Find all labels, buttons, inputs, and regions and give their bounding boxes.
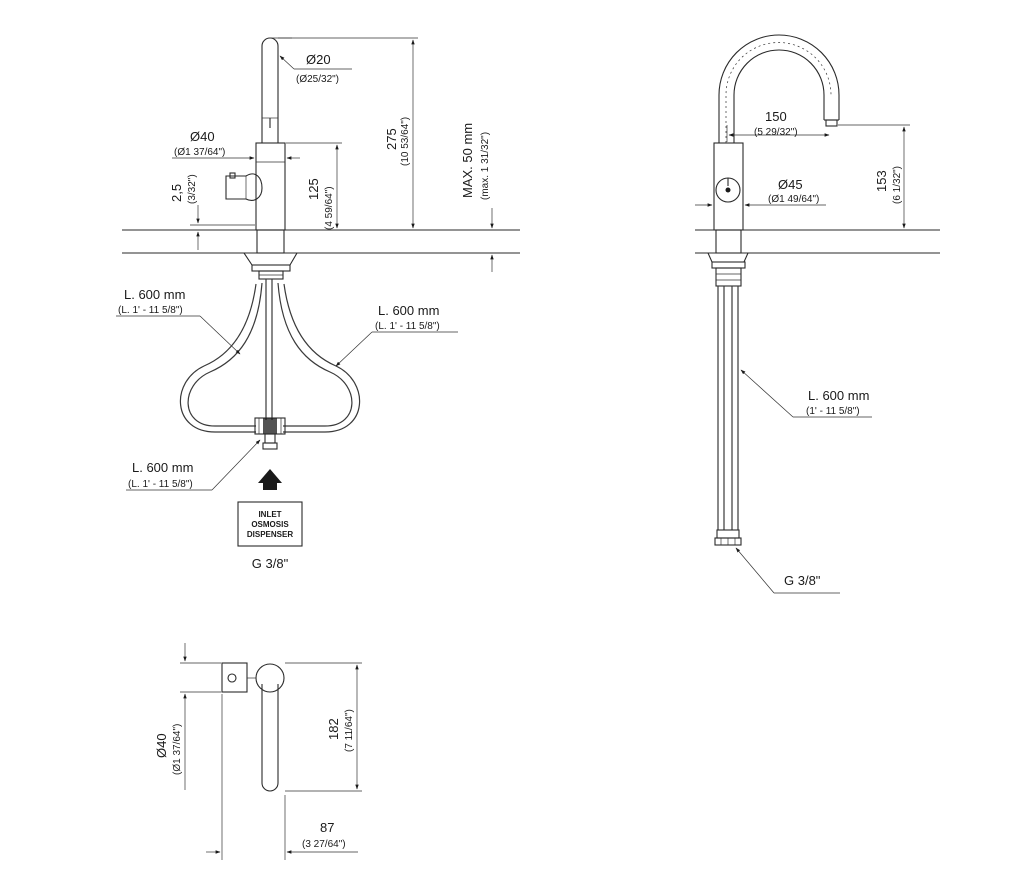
dim-hose-right: L. 600 mm (L. 1' - 11 5/8") [335,303,458,367]
body-diameter-label-front: Ø40 [190,129,215,144]
body-diameter-label-top: Ø40 [154,733,169,758]
dim-total-height: 275 (10 53/64") [270,37,418,229]
body-diameter-inch-label-front: (Ø1 37/64") [174,147,225,158]
spout-rod-front [261,37,279,143]
spout-diameter-label: Ø20 [306,52,331,67]
hose-right-label: L. 600 mm [378,303,439,318]
dim-handle-gap: 2,5 (3/32") [169,174,255,250]
faucet-body-side [713,142,744,231]
length-label: 182 [326,718,341,740]
hose-left-inch-label: (L. 1' - 11 5/8") [118,305,183,316]
hoses-front [180,279,360,433]
inlet-line-3: DISPENSER [247,530,293,539]
handle-gap-label: 2,5 [169,184,184,202]
hose-side-inch-label: (1' - 11 5/8") [806,406,860,417]
reach-label: 150 [765,109,787,124]
dim-thread-side: G 3/8" [735,547,840,594]
spout-diameter-inch-label: (Ø25/32") [296,74,339,85]
countertop-front [122,229,520,254]
width-inch-label: (3 27/64") [302,839,346,850]
hose-right-inch-label: (L. 1' - 11 5/8") [375,321,440,332]
dim-reach: 150 (5 29/32") [726,109,830,142]
dim-spout-diameter: Ø20 (Ø25/32") [278,37,352,85]
counter-thickness-label: MAX. 50 mm [460,123,475,198]
spout-height-label: 153 [874,170,889,192]
total-height-inch-label: (10 53/64") [400,117,411,166]
length-inch-label: (7 11/64") [344,709,355,752]
handle-gap-inch-label: (3/32") [187,174,198,204]
body-diameter-label-side: Ø45 [778,177,803,192]
body-diameter-inch-label-side: (Ø1 49/64") [768,194,819,205]
inlet-line-2: OSMOSIS [251,520,289,529]
hoses-side [714,286,742,546]
hose-side-label: L. 600 mm [808,388,869,403]
dim-body-diameter-top: Ø40 (Ø1 37/64") [154,643,221,790]
hose-inlet-inch-label: (L. 1' - 11 5/8") [128,479,193,490]
dim-spout-height: 153 (6 1/32") [838,124,910,229]
dim-hose-inlet: L. 600 mm (L. 1' - 11 5/8") [126,439,261,491]
reach-inch-label: (5 29/32") [754,127,798,138]
faucet-top-outline [221,662,285,792]
width-label: 87 [320,820,334,835]
dim-counter-thickness: MAX. 50 mm (max. 1 31/32") [460,123,494,272]
dim-body-height: 125 (4 59/64") [286,142,342,230]
t-connector-front [254,417,286,450]
thread-label-side: G 3/8" [784,573,821,588]
faucet-body-front [225,142,286,231]
inlet-line-1: INLET [258,510,281,519]
fixing-kit-front [242,229,298,280]
body-height-label: 125 [306,178,321,200]
top-view: Ø40 (Ø1 37/64") 182 (7 11/64") 87 (3 27/… [154,643,362,860]
fixing-kit-side [707,229,749,287]
hose-inlet-label: L. 600 mm [132,460,193,475]
dim-body-diameter-front: Ø40 (Ø1 37/64") [172,129,300,160]
dim-hose-left: L. 600 mm (L. 1' - 11 5/8") [116,287,241,355]
counter-thickness-inch-label: (max. 1 31/32") [480,132,491,200]
inlet-label-box: INLET OSMOSIS DISPENSER [237,501,303,547]
side-view: 150 (5 29/32") Ø45 (Ø1 49/64") 153 (6 1/… [695,34,940,594]
dim-hose-side: L. 600 mm (1' - 11 5/8") [740,369,872,418]
body-diameter-inch-label-top: (Ø1 37/64") [172,724,183,775]
gooseneck-spout [718,34,840,143]
dim-body-diameter-side: Ø45 (Ø1 49/64") [695,177,826,207]
hose-left-label: L. 600 mm [124,287,185,302]
thread-label-front: G 3/8" [252,556,289,571]
total-height-label: 275 [384,128,399,150]
inlet-arrow [258,469,282,490]
body-height-inch-label: (4 59/64") [324,186,335,230]
dim-width: 87 (3 27/64") [206,694,358,860]
dim-length: 182 (7 11/64") [285,662,362,792]
countertop-side [695,229,940,254]
spout-height-inch-label: (6 1/32") [892,166,903,204]
front-view: INLET OSMOSIS DISPENSER G 3/8" Ø20 (Ø25/… [116,37,520,571]
